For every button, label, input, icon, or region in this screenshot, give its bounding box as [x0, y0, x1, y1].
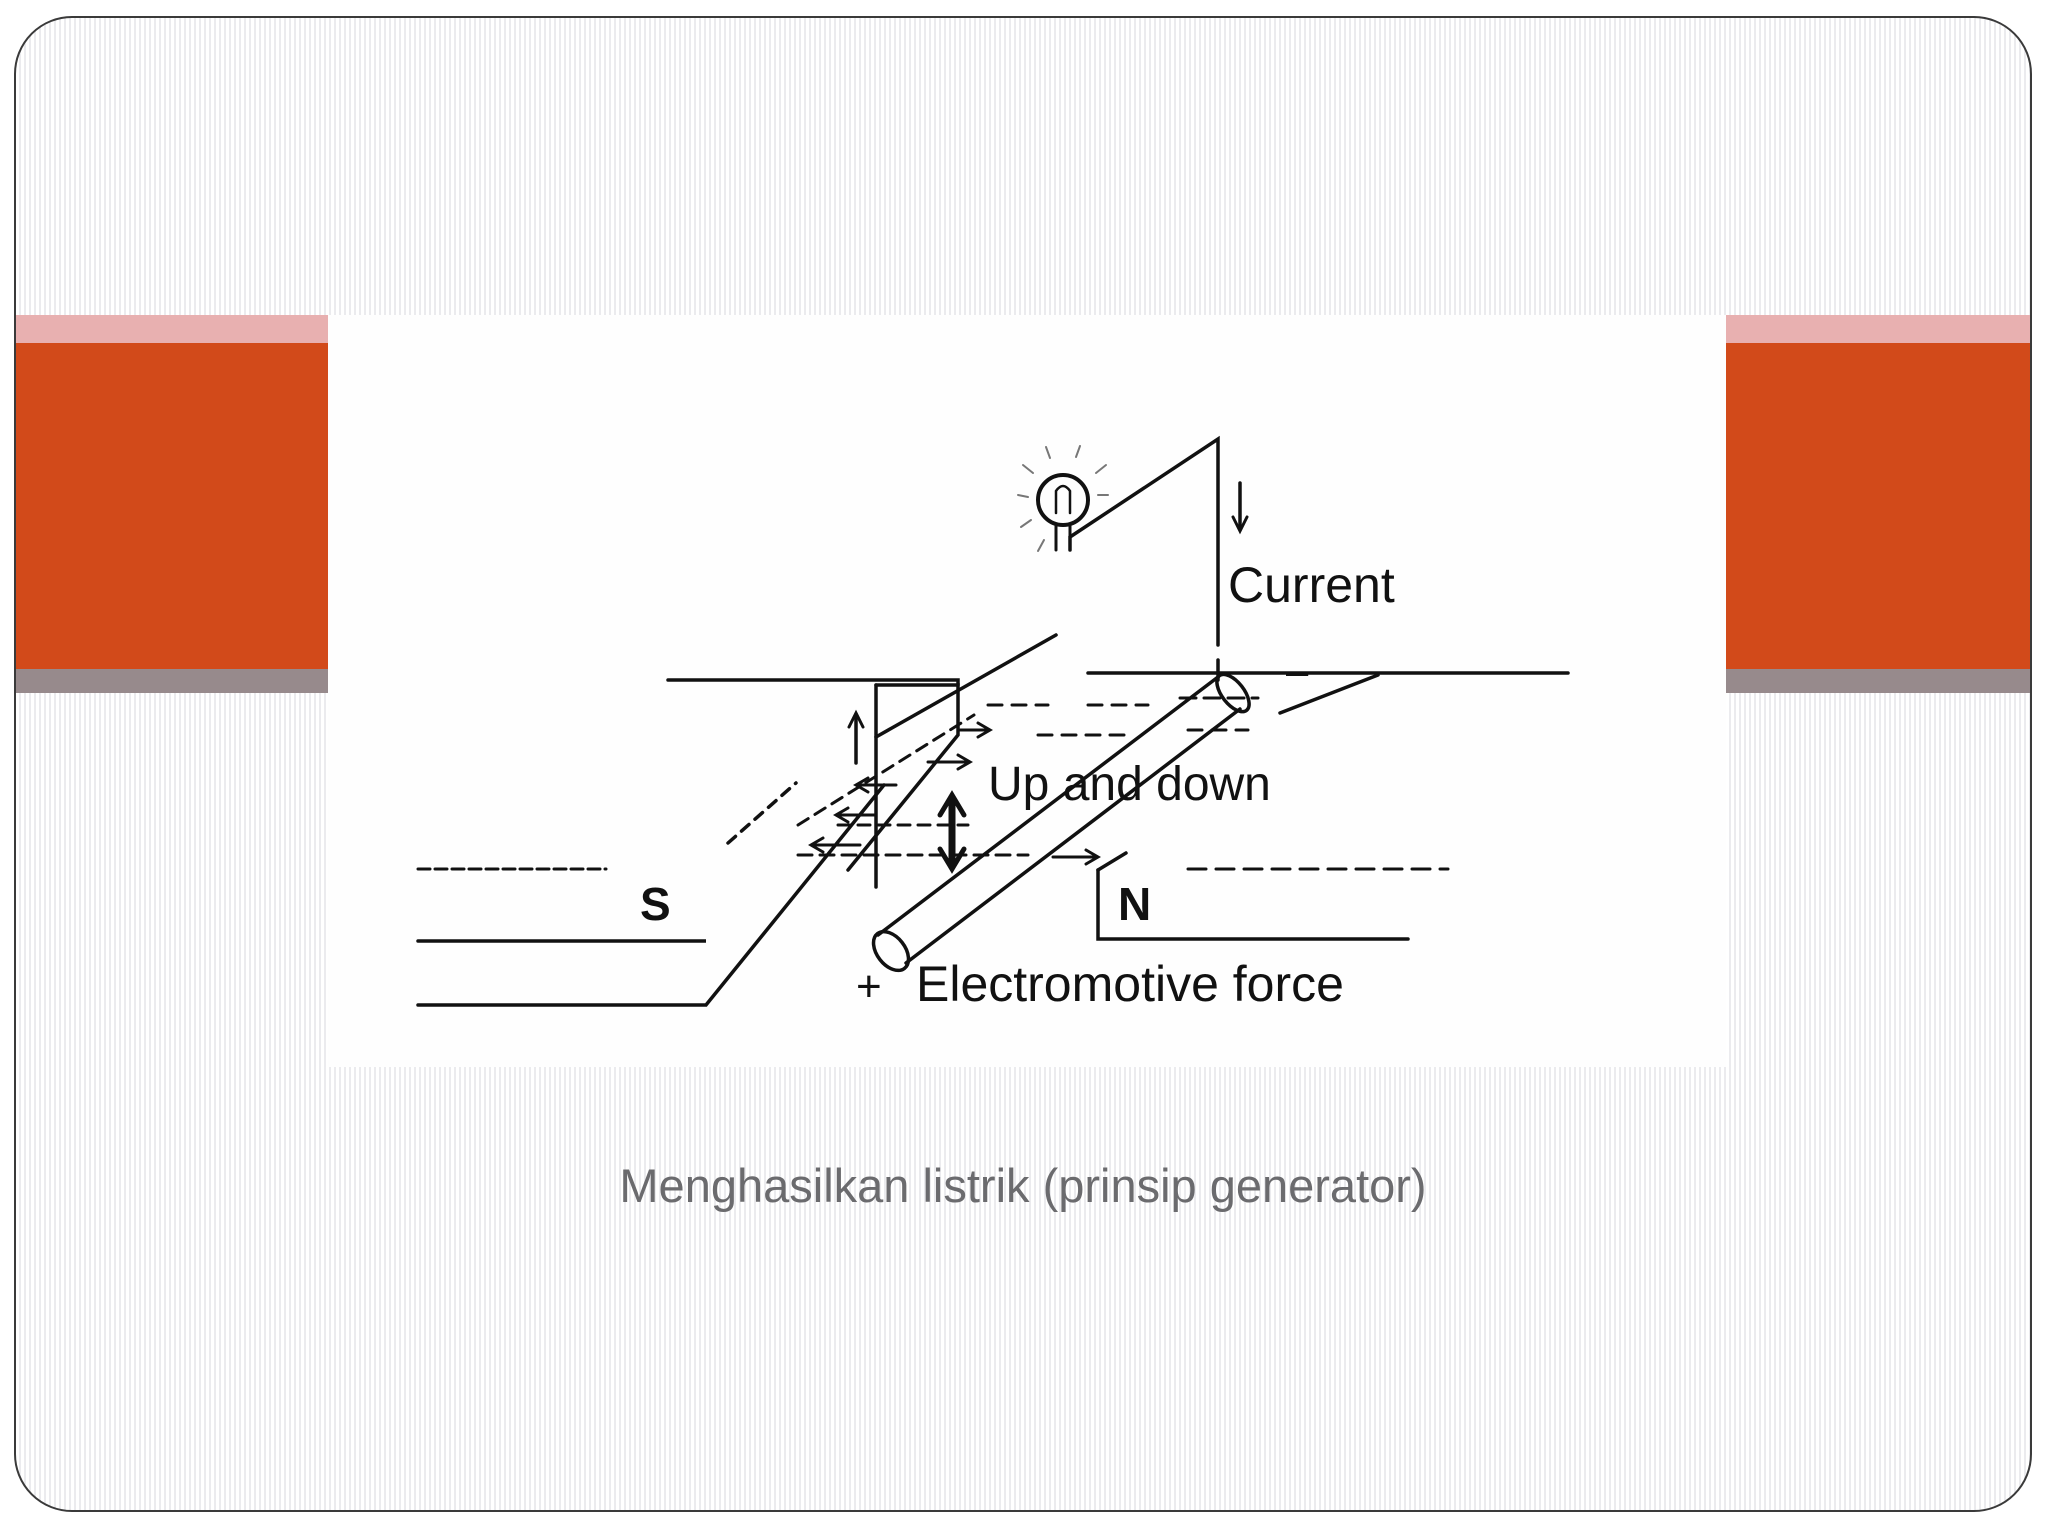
label-south: S	[640, 878, 671, 930]
label-electromotive-force: Electromotive force	[916, 956, 1344, 1012]
left-accent-band	[16, 315, 328, 693]
current-arrow-icon	[1231, 481, 1249, 535]
flux-arrows-icon	[808, 721, 1101, 866]
label-up-and-down: Up and down	[988, 758, 1271, 811]
circuit-wire	[874, 435, 1220, 889]
label-plus: +	[856, 962, 882, 1011]
generator-diagram: Current Up and down S N + Electromotive …	[328, 315, 1726, 1067]
south-pole-magnet	[416, 678, 960, 1007]
lamp-icon	[1017, 445, 1109, 552]
label-minus: –	[1286, 650, 1309, 694]
current-up-arrow-icon	[847, 709, 865, 765]
north-pole-magnet	[986, 671, 1570, 941]
label-current: Current	[1228, 557, 1395, 613]
slide-caption: Menghasilkan listrik (prinsip generator)	[619, 1159, 1427, 1212]
conductor-rod	[796, 672, 1251, 973]
right-accent-band	[1726, 315, 2030, 693]
label-north: N	[1118, 878, 1151, 930]
up-down-arrow-icon	[937, 790, 967, 874]
slide: Current Up and down S N + Electromotive …	[14, 16, 2032, 1512]
